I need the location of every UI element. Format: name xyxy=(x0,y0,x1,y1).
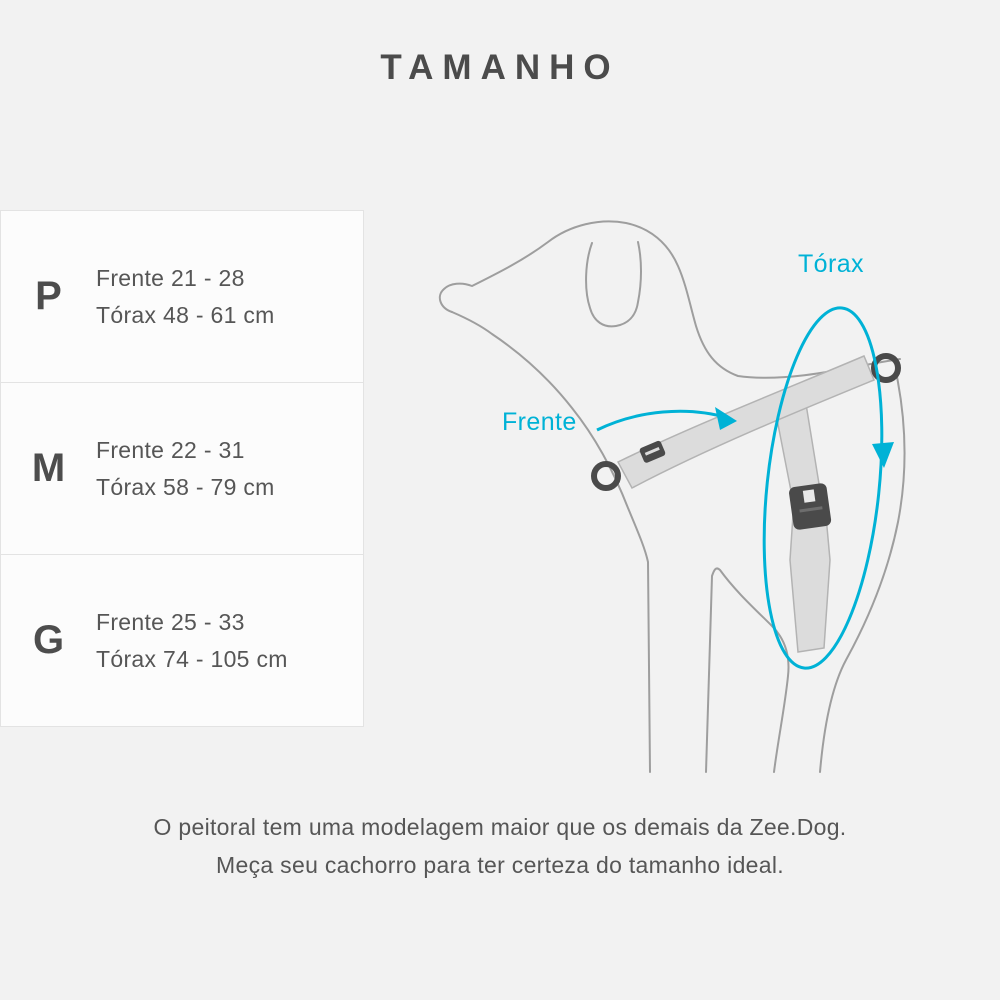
size-measurements-g: Frente 25 - 33 Tórax 74 - 105 cm xyxy=(96,604,288,678)
dog-head-back-line xyxy=(438,220,901,379)
dog-chest-frontleg-line xyxy=(451,311,651,773)
back-d-ring-icon xyxy=(871,353,901,383)
dog-ear-line xyxy=(585,241,642,328)
size-row-p: P Frente 21 - 28 Tórax 48 - 61 cm xyxy=(0,210,364,383)
torax-arrowhead-icon xyxy=(872,442,894,468)
footer-line-1: O peitoral tem uma modelagem maior que o… xyxy=(153,814,847,840)
footer-line-2: Meça seu cachorro para ter certeza do ta… xyxy=(216,852,784,878)
size-row-g: G Frente 25 - 33 Tórax 74 - 105 cm xyxy=(0,554,364,727)
size-table: P Frente 21 - 28 Tórax 48 - 61 cm M Fren… xyxy=(0,210,364,727)
torax-measure-ellipse xyxy=(762,306,884,670)
size-row-m: M Frente 22 - 31 Tórax 58 - 79 cm xyxy=(0,382,364,555)
harness-straps xyxy=(616,355,875,653)
buckle-icon xyxy=(789,483,832,530)
size-measurements-m: Frente 22 - 31 Tórax 58 - 79 cm xyxy=(96,432,275,506)
dog-haunch-line xyxy=(819,371,906,773)
frente-label: Frente xyxy=(502,408,577,436)
strap-adjuster-icon xyxy=(639,440,666,463)
harness-hardware xyxy=(591,353,901,530)
size-label-p: P xyxy=(35,274,62,318)
size-measurements-p: Frente 21 - 28 Tórax 48 - 61 cm xyxy=(96,260,275,334)
dog-outline xyxy=(438,220,906,773)
chest-d-ring-icon xyxy=(591,461,621,491)
size-label-g: G xyxy=(32,618,65,662)
footer-note: O peitoral tem uma modelagem maior que o… xyxy=(0,808,1000,884)
size-torax-g: Tórax 74 - 105 cm xyxy=(96,645,288,672)
dog-belly-rearleg-line xyxy=(705,567,790,773)
frente-measure-arc xyxy=(596,409,729,432)
size-frente-m: Frente 22 - 31 xyxy=(96,436,245,463)
size-frente-g: Frente 25 - 33 xyxy=(96,608,245,635)
size-torax-m: Tórax 58 - 79 cm xyxy=(96,473,275,500)
size-frente-p: Frente 21 - 28 xyxy=(96,264,245,291)
harness-shoulder-strap xyxy=(616,355,875,490)
torax-label: Tórax xyxy=(798,250,864,278)
measurement-arrows xyxy=(596,306,894,670)
page-title: TAMANHO xyxy=(380,48,620,87)
size-torax-p: Tórax 48 - 61 cm xyxy=(96,301,275,328)
frente-arrowhead-icon xyxy=(715,407,737,430)
size-label-m: M xyxy=(31,446,66,490)
